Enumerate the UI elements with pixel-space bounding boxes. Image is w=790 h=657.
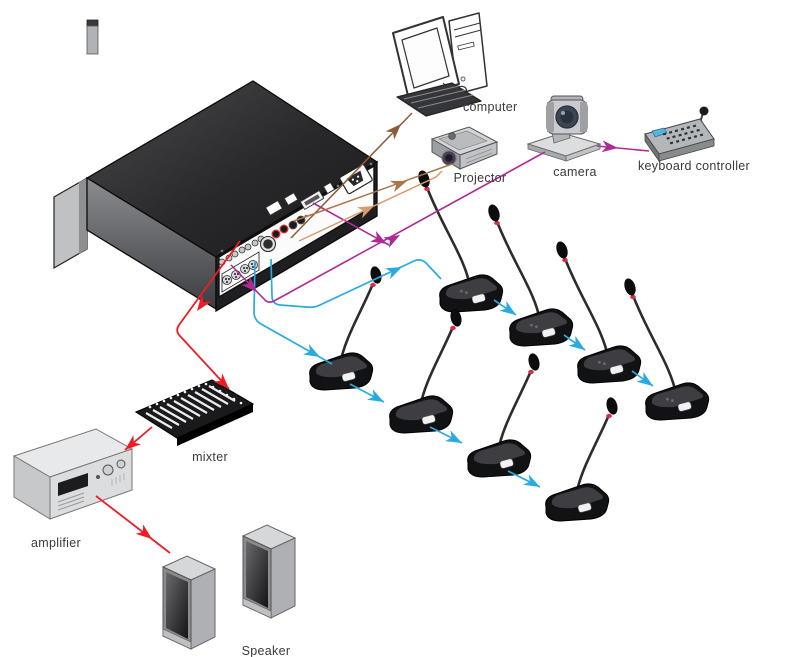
microphone-top-row (415, 168, 710, 422)
mic-bottom-4 (544, 395, 621, 523)
speaker-left (162, 555, 216, 650)
controller-keypad (662, 124, 704, 145)
connection-brown-computer (290, 112, 413, 239)
mixer-faders (145, 385, 236, 429)
projector-device (430, 126, 499, 170)
connection-tan-projector-1 (293, 163, 453, 222)
connection-tan-projector-2 (298, 170, 443, 242)
mic-top-2 (485, 202, 574, 348)
mic-top-4 (621, 276, 710, 422)
computer-device (392, 12, 488, 117)
label-speaker: Speaker (242, 644, 291, 657)
camera-device (526, 95, 602, 162)
mic-top-1 (415, 168, 504, 314)
label-projector: Projector (454, 171, 507, 185)
mixer-device (134, 379, 255, 446)
label-amplifier: amplifier (31, 536, 81, 550)
arrow-tan-1 (389, 175, 410, 193)
controller-screen (651, 127, 668, 138)
joystick-knob (699, 106, 709, 116)
keyboard-controller-device (644, 106, 715, 163)
projector-top-button (448, 132, 456, 140)
mic-top-3 (553, 239, 642, 385)
amplifier-display (58, 473, 88, 496)
mixer-knobs (148, 382, 243, 409)
mic-bottom-1 (308, 264, 385, 392)
amplifier-knob (102, 464, 114, 476)
mic-bottom-2 (388, 307, 465, 435)
speaker-right (242, 524, 296, 619)
mic-bottom-3 (466, 351, 543, 479)
main-unit-device (53, 19, 379, 313)
label-mixer: mixter (192, 450, 228, 464)
label-computer: computer (463, 100, 518, 114)
rca-jack (271, 229, 281, 239)
amplifier-device (12, 428, 134, 520)
rj45-port (265, 199, 283, 217)
label-camera: camera (553, 165, 596, 179)
ac-inlet (339, 163, 373, 195)
label-keyboard-controller: keyboard controller (638, 159, 750, 173)
